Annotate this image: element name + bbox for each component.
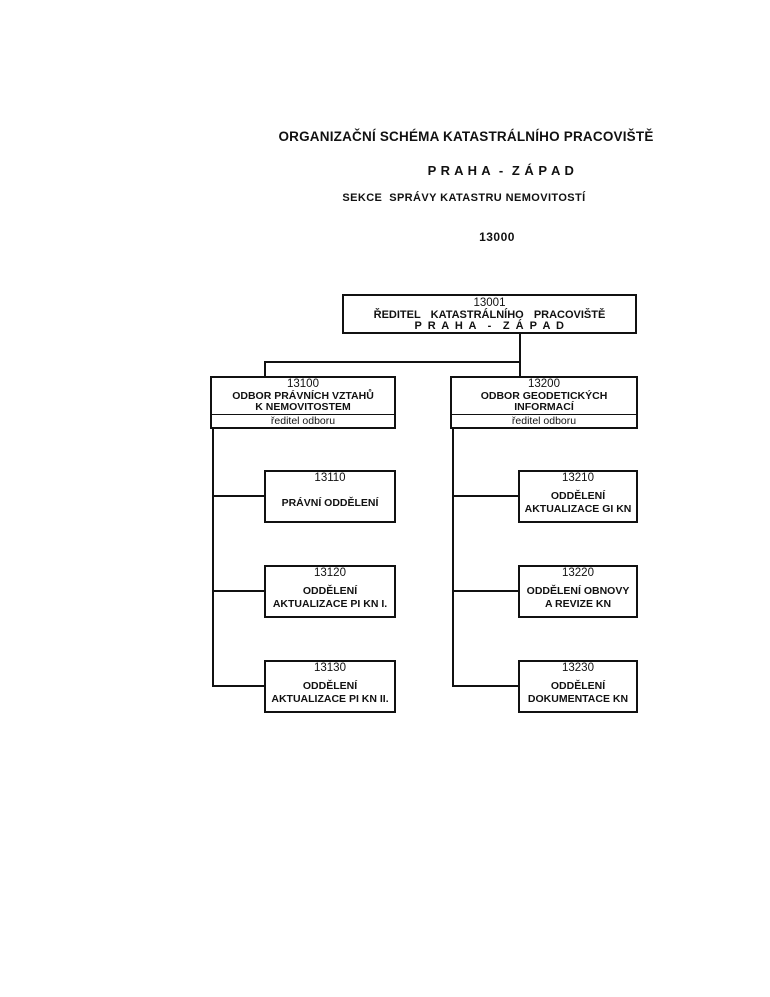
department-code: 13100 <box>287 378 319 390</box>
connector-director-drop <box>519 334 521 377</box>
connector-left-stub-2 <box>213 590 265 592</box>
unit-name: ODDĚLENÍ <box>550 490 606 503</box>
page-title: ORGANIZAČNÍ SCHÉMA KATASTRÁLNÍHO PRACOVI… <box>278 129 654 144</box>
section-title: SEKCE SPRÁVY KATASTRU NEMOVITOSTÍ <box>342 192 586 204</box>
department-name: INFORMACÍ <box>514 401 574 413</box>
unit-code: 13120 <box>314 567 346 579</box>
connector-left-branch-drop <box>264 361 266 377</box>
director-title: ŘEDITEL KATASTRÁLNÍHO PRACOVIŠTĚ <box>373 308 606 321</box>
connector-main-horizontal <box>264 361 521 363</box>
unit-box-13210: 13210 ODDĚLENÍ AKTUALIZACE GI KN <box>518 470 638 523</box>
unit-box-13130: 13130 ODDĚLENÍ AKTUALIZACE PI KN II. <box>264 660 396 713</box>
unit-name: DOKUMENTACE KN <box>527 692 629 705</box>
unit-name: ODDĚLENÍ <box>302 680 358 693</box>
unit-box-13230: 13230 ODDĚLENÍ DOKUMENTACE KN <box>518 660 638 713</box>
unit-code: 13110 <box>314 472 346 484</box>
department-name: ODBOR PRÁVNÍCH VZTAHŮ <box>232 389 374 402</box>
department-name: K NEMOVITOSTEM <box>255 401 351 413</box>
unit-box-13120: 13120 ODDĚLENÍ AKTUALIZACE PI KN I. <box>264 565 396 618</box>
unit-code: 13230 <box>562 662 594 674</box>
department-head: ředitel odboru <box>452 414 636 427</box>
unit-name: PRÁVNÍ ODDĚLENÍ <box>281 496 379 509</box>
connector-left-spine <box>212 429 214 687</box>
connector-right-spine <box>452 429 454 687</box>
unit-name: AKTUALIZACE GI KN <box>524 502 632 515</box>
unit-name: AKTUALIZACE PI KN II. <box>271 692 389 705</box>
director-box: 13001 ŘEDITEL KATASTRÁLNÍHO PRACOVIŠTĚ P… <box>342 294 637 334</box>
unit-box-13220: 13220 ODDĚLENÍ OBNOVY A REVIZE KN <box>518 565 638 618</box>
unit-name: ODDĚLENÍ <box>550 680 606 693</box>
unit-name: ODDĚLENÍ <box>302 585 358 598</box>
director-code: 13001 <box>473 297 506 309</box>
unit-code: 13220 <box>562 567 594 579</box>
unit-name: AKTUALIZACE PI KN I. <box>272 597 388 610</box>
department-head: ředitel odboru <box>212 414 394 427</box>
connector-left-stub-1 <box>213 495 265 497</box>
connector-left-stub-3 <box>213 685 265 687</box>
page-subtitle: P R A H A - Z Á P A D <box>427 163 575 178</box>
unit-box-13110: 13110 PRÁVNÍ ODDĚLENÍ <box>264 470 396 523</box>
connector-right-stub-2 <box>453 590 519 592</box>
department-box-13100: 13100 ODBOR PRÁVNÍCH VZTAHŮ K NEMOVITOST… <box>210 376 396 429</box>
unit-name: ODDĚLENÍ OBNOVY <box>526 585 630 598</box>
unit-code: 13130 <box>314 662 346 674</box>
connector-right-stub-3 <box>453 685 519 687</box>
department-name: ODBOR GEODETICKÝCH <box>480 389 608 402</box>
section-code: 13000 <box>479 230 515 244</box>
department-code: 13200 <box>528 378 560 390</box>
unit-name: A REVIZE KN <box>544 597 612 610</box>
unit-code: 13210 <box>562 472 594 484</box>
director-location: P R A H A - Z Á P A D <box>414 320 565 332</box>
department-box-13200: 13200 ODBOR GEODETICKÝCH INFORMACÍ ředit… <box>450 376 638 429</box>
connector-right-stub-1 <box>453 495 519 497</box>
